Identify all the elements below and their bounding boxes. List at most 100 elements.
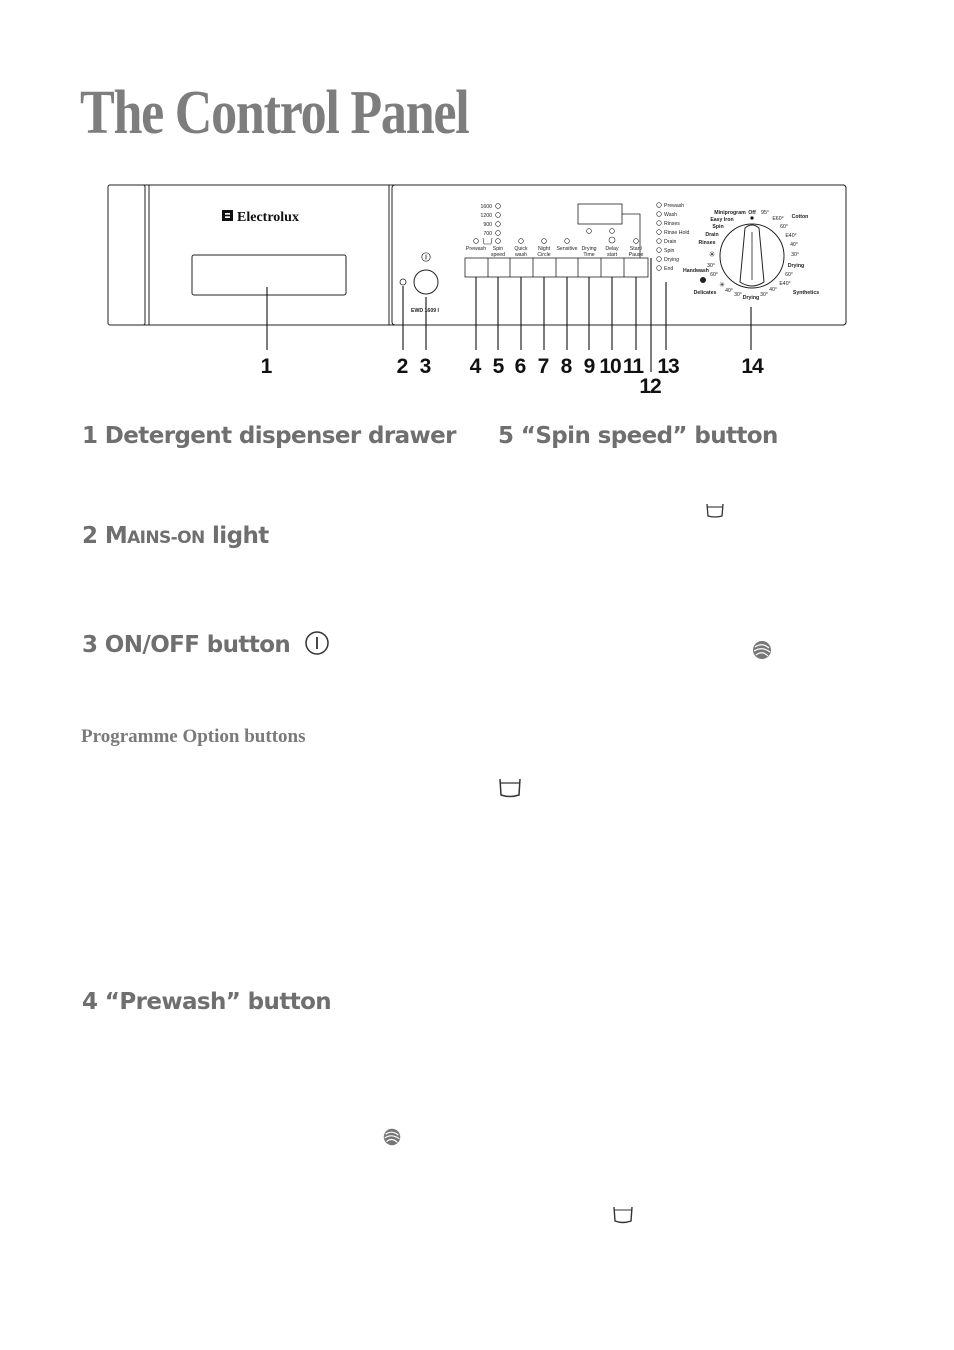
power-icon bbox=[304, 631, 329, 655]
svg-text:40°: 40° bbox=[725, 288, 733, 294]
svg-text:30°: 30° bbox=[760, 292, 768, 298]
callout-4: 4 bbox=[470, 355, 482, 378]
on-off-button bbox=[413, 269, 439, 295]
svg-text:Start/: Start/ bbox=[630, 246, 643, 252]
spin-speed-label: 900 bbox=[483, 222, 492, 228]
svg-text:95°: 95° bbox=[761, 210, 769, 216]
svg-text:60°: 60° bbox=[780, 224, 788, 230]
callout-6: 6 bbox=[515, 355, 526, 378]
svg-text:Rinses: Rinses bbox=[664, 221, 680, 227]
svg-text:Handwash: Handwash bbox=[683, 268, 709, 274]
svg-text:E60°: E60° bbox=[772, 216, 783, 222]
svg-text:Sensitive: Sensitive bbox=[556, 246, 577, 252]
heading-detergent-drawer: 1 Detergent dispenser drawer bbox=[82, 423, 457, 449]
svg-text:E40°: E40° bbox=[785, 233, 796, 239]
callout-12: 12 bbox=[639, 375, 661, 398]
wool-ball-icon bbox=[700, 277, 706, 283]
mains-on-light bbox=[399, 278, 407, 286]
control-area bbox=[391, 184, 847, 326]
callout-7: 7 bbox=[538, 355, 549, 378]
svg-text:speed: speed bbox=[491, 252, 505, 258]
svg-text:Miniprogram: Miniprogram bbox=[714, 210, 746, 216]
heading-number: 2 bbox=[82, 523, 105, 549]
svg-text:Cotton: Cotton bbox=[792, 214, 809, 220]
svg-text:Spin: Spin bbox=[712, 224, 723, 230]
callout-10: 10 bbox=[599, 355, 621, 378]
svg-text:30°: 30° bbox=[707, 263, 715, 269]
svg-text:Spin: Spin bbox=[664, 248, 674, 254]
digital-display bbox=[577, 203, 623, 225]
svg-text:Prewash: Prewash bbox=[664, 203, 684, 209]
callout-3: 3 bbox=[420, 355, 431, 378]
heading-text: 3 ON/OFF button bbox=[82, 632, 291, 658]
progress-phase-indicators: Prewash Wash Rinses Rinse Hold Drain Spi… bbox=[656, 202, 689, 272]
callout-14: 14 bbox=[741, 355, 764, 378]
spin-speed-label: 1600 bbox=[480, 204, 492, 210]
snowflake-icon: ✳ bbox=[709, 250, 716, 259]
svg-text:Delay: Delay bbox=[605, 246, 619, 252]
callout-leader-lines bbox=[266, 258, 752, 372]
svg-text:Delicates: Delicates bbox=[694, 290, 717, 296]
heading-tail: light bbox=[204, 523, 269, 549]
subheading-programme-options: Programme Option buttons bbox=[81, 726, 306, 747]
callout-5: 5 bbox=[493, 355, 505, 378]
svg-text:40°: 40° bbox=[790, 242, 798, 248]
svg-text:Drying: Drying bbox=[788, 263, 804, 269]
heading-smallcaps: AINS-ON bbox=[127, 528, 205, 548]
svg-text:E40°: E40° bbox=[779, 281, 790, 287]
svg-text:Time: Time bbox=[583, 252, 594, 258]
button-labels: Prewash Spin speed Quick wash Night Circ… bbox=[466, 246, 644, 258]
page-title: The Control Panel bbox=[80, 79, 470, 147]
svg-text:60°: 60° bbox=[710, 272, 718, 278]
svg-text:30°: 30° bbox=[734, 292, 742, 298]
svg-text:Prewash: Prewash bbox=[466, 246, 486, 252]
heading-cap: M bbox=[104, 523, 128, 549]
panel-left-cap bbox=[107, 184, 146, 326]
svg-text:Circle: Circle bbox=[537, 252, 550, 258]
svg-text:Night: Night bbox=[538, 246, 551, 252]
prewash-tub-icon bbox=[499, 778, 521, 798]
svg-text:Wash: Wash bbox=[664, 212, 677, 218]
svg-text:Pause: Pause bbox=[629, 252, 644, 258]
callout-13: 13 bbox=[657, 355, 679, 378]
svg-text:Off: Off bbox=[748, 210, 756, 216]
control-panel-diagram: Electrolux EWD 1609 I 1600 1200 900 700 … bbox=[107, 184, 847, 398]
drawer-handle bbox=[191, 254, 347, 296]
heading-mains-on-light: 2 MAINS-ON light bbox=[82, 523, 269, 549]
callout-numbers: 1 2 3 4 5 6 7 8 9 10 11 12 13 14 bbox=[261, 355, 765, 398]
svg-text:60°: 60° bbox=[785, 272, 793, 278]
svg-text:✳: ✳ bbox=[719, 281, 725, 289]
svg-text:Rinse Hold: Rinse Hold bbox=[664, 230, 689, 236]
button-row bbox=[464, 257, 649, 278]
heading-on-off-button: 3 ON/OFF button bbox=[82, 630, 330, 658]
callout-1: 1 bbox=[261, 355, 273, 378]
svg-text:Rinses: Rinses bbox=[698, 240, 715, 246]
wool-ball-icon bbox=[383, 1128, 401, 1146]
svg-text:30°: 30° bbox=[791, 252, 799, 258]
svg-text:Quick: Quick bbox=[514, 246, 528, 252]
brand-name: Electrolux bbox=[237, 210, 299, 225]
svg-text:40°: 40° bbox=[769, 287, 777, 293]
prewash-tub-icon bbox=[613, 1206, 633, 1224]
callout-9: 9 bbox=[584, 355, 595, 378]
svg-text:Drying: Drying bbox=[582, 246, 597, 252]
svg-text:Drain: Drain bbox=[664, 239, 677, 245]
svg-text:End: End bbox=[664, 266, 673, 272]
prewash-tub-icon bbox=[706, 503, 724, 518]
svg-text:Synthetics: Synthetics bbox=[793, 290, 819, 296]
svg-text:Spin: Spin bbox=[493, 246, 503, 252]
svg-text:Drying: Drying bbox=[664, 257, 679, 263]
option-leds bbox=[473, 228, 639, 245]
spin-speed-indicators: 1600 1200 900 700 bbox=[480, 203, 501, 237]
heading-prewash-button: 4 “Prewash” button bbox=[82, 989, 332, 1015]
wool-ball-icon bbox=[753, 641, 771, 659]
svg-text:wash: wash bbox=[515, 252, 527, 258]
prewash-tub-icon bbox=[482, 237, 493, 245]
programme-dial: Miniprogram Off 95° Easy Iron Spin Drain… bbox=[683, 210, 819, 301]
power-icon bbox=[421, 252, 431, 262]
svg-text:start: start bbox=[607, 252, 618, 258]
heading-spin-speed-button: 5 “Spin speed” button bbox=[498, 423, 778, 449]
svg-text:Drying: Drying bbox=[743, 295, 759, 301]
callout-2: 2 bbox=[397, 355, 408, 378]
svg-text:Drain: Drain bbox=[705, 232, 718, 238]
